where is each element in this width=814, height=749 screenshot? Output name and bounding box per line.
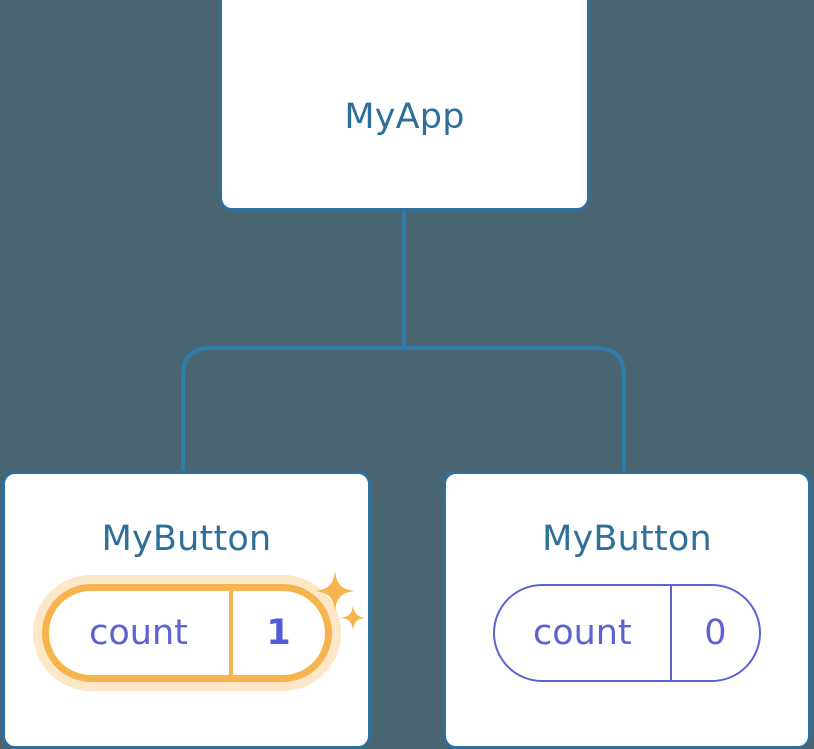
state-pill-count-left[interactable]: count 1 bbox=[41, 571, 365, 682]
sparkle-small-icon bbox=[340, 605, 365, 630]
state-pill-count-right[interactable]: count 0 bbox=[493, 584, 761, 682]
state-pill-key-cell-right: count bbox=[495, 586, 672, 680]
state-key-label-left: count bbox=[89, 612, 188, 653]
connector-branch-bar bbox=[181, 346, 626, 474]
state-pill-key-cell-left: count bbox=[49, 591, 233, 675]
node-mybutton-left[interactable]: MyButton count 1 bbox=[2, 471, 371, 749]
node-mybutton-right-title: MyButton bbox=[542, 519, 712, 559]
state-value-label-left: 1 bbox=[266, 612, 291, 653]
node-myapp[interactable]: MyApp bbox=[219, 0, 590, 211]
node-myapp-title: MyApp bbox=[344, 97, 465, 137]
tree-branch-connector bbox=[181, 208, 626, 474]
state-pill-wrap-right: count 0 bbox=[446, 584, 808, 682]
state-pill-value-cell-right: 0 bbox=[672, 586, 759, 680]
state-value-label-right: 0 bbox=[704, 612, 727, 653]
state-pill-wrap-left: count 1 bbox=[5, 571, 368, 682]
state-key-label-right: count bbox=[532, 612, 632, 653]
state-pill-value-cell-left: 1 bbox=[233, 591, 325, 675]
node-mybutton-left-title: MyButton bbox=[101, 519, 272, 559]
node-mybutton-right[interactable]: MyButton count 0 bbox=[443, 471, 811, 749]
